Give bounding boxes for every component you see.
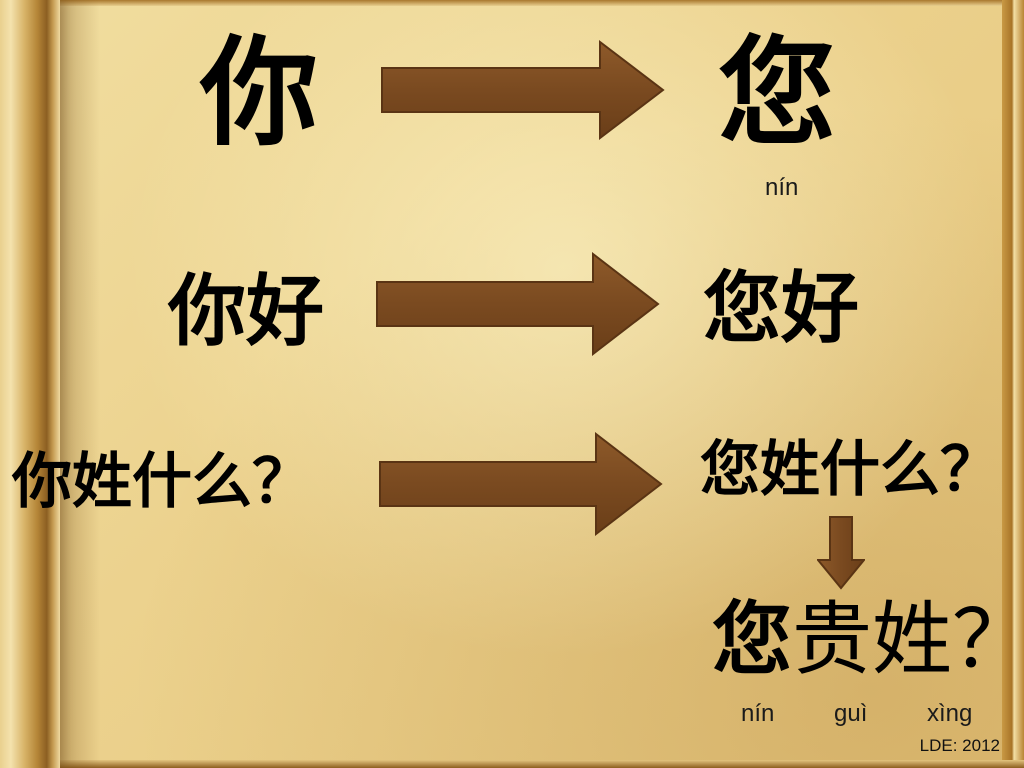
page-edge-bottom (0, 760, 1024, 768)
page-edge-top (0, 0, 1024, 6)
pinyin-gui: guì (834, 700, 868, 727)
book-spine (0, 0, 60, 768)
pinyin-nin: nín (765, 174, 799, 201)
question-ni-xing: 你姓什么？ (12, 447, 312, 517)
pinyin-nin-2: nín (741, 700, 775, 727)
result-gui-xing: 贵姓？ (792, 593, 1024, 686)
credit-label: LDE: 2012 (919, 736, 1000, 755)
spine-shadow (60, 0, 100, 768)
right-arrow-icon (378, 432, 663, 536)
pinyin-xing: xìng (927, 700, 973, 727)
phrase-ni-hao: 你好 (168, 267, 325, 357)
right-arrow-icon (375, 252, 660, 356)
right-arrow-icon (380, 40, 665, 140)
result-nin: 您 (712, 593, 792, 686)
question-nin-gui-xing: 您贵姓？ (712, 600, 1024, 680)
word-ni: 你 (200, 24, 319, 162)
question-nin-xing: 您姓什么？ (700, 435, 1000, 505)
phrase-nin-hao: 您好 (703, 264, 860, 354)
page-edge-right (1002, 0, 1024, 768)
down-arrow-icon (817, 516, 865, 590)
word-nin: 您 (718, 24, 837, 162)
